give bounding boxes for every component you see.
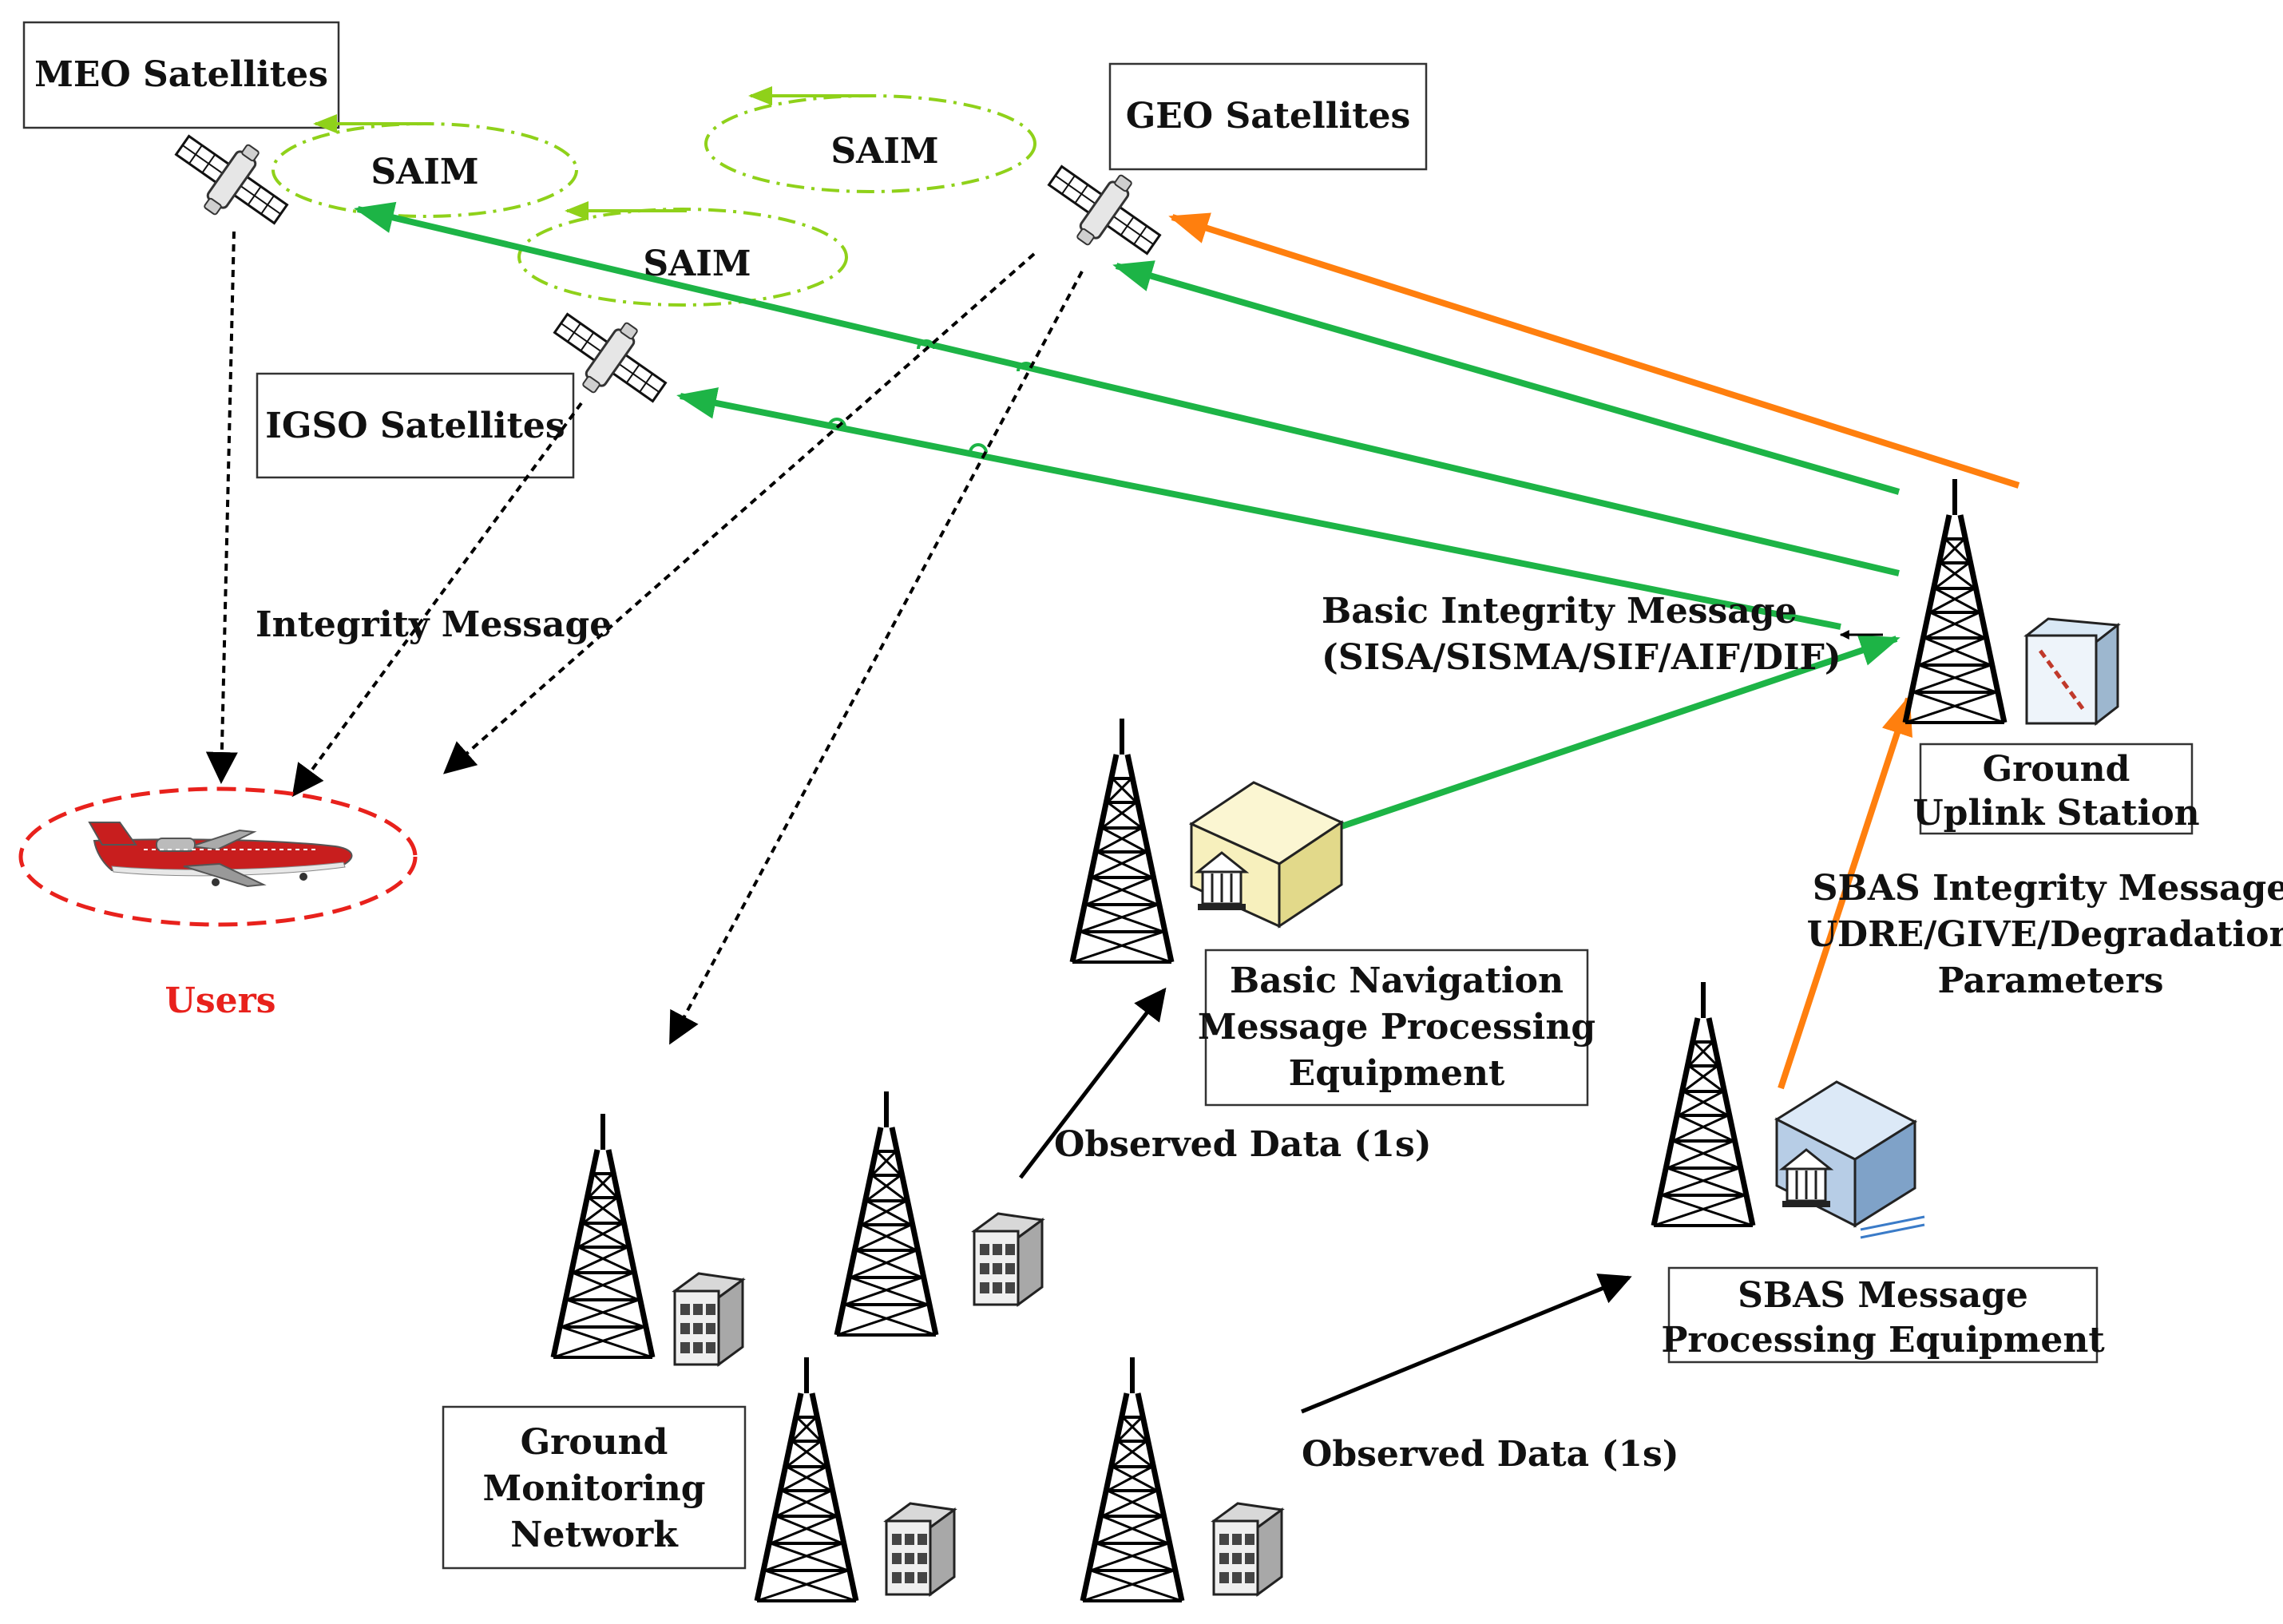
monitoring-building-4 <box>1212 1502 1283 1596</box>
bnmpe-building-icon <box>1188 781 1345 929</box>
sbas-mpe-building-icon <box>1774 1080 1925 1239</box>
dotted-downlink-arrows <box>205 231 1084 1045</box>
meo-satellites-box <box>22 21 340 129</box>
monitoring-tower-2 <box>837 1091 936 1335</box>
saim-orbit-middle: SAIM <box>517 201 848 307</box>
sbas-integrity-message-label: SBAS Integrity Message <box>1813 868 2283 909</box>
saim-orbit-top: SAIM <box>704 86 1036 193</box>
monitoring-building-1 <box>673 1272 744 1366</box>
ground-monitoring-network-label-1: Ground <box>521 1422 668 1463</box>
geo-satellites-box <box>1108 62 1428 171</box>
monitoring-tower-1 <box>553 1114 652 1357</box>
ground-uplink-station-box <box>1919 743 2194 835</box>
orange-sbas-arrows <box>1168 212 2020 1090</box>
monitoring-building-3 <box>885 1502 956 1596</box>
uplink-station-server-icon <box>2023 617 2121 727</box>
saim-label-top: SAIM <box>830 131 938 172</box>
monitoring-tower-4 <box>1083 1357 1182 1601</box>
integrity-message-label: Integrity Message <box>256 604 612 645</box>
observed-data-arrow-1 <box>1019 987 1167 1179</box>
users-ellipse <box>18 786 418 927</box>
ground-uplink-station-label-2: Uplink Station <box>1912 793 2199 834</box>
ground-uplink-station-label-1: Ground <box>1983 749 2130 790</box>
meo-satellites-label: MEO Satellites <box>34 54 328 95</box>
igso-satellites-box <box>256 372 575 479</box>
sbas-mpe-label-2: Processing Equipment <box>1661 1320 2105 1361</box>
sbas-mpe-tower <box>1654 982 1753 1226</box>
monitoring-tower-3 <box>757 1357 856 1601</box>
monitoring-building-2 <box>973 1212 1044 1306</box>
airplane-icon <box>88 822 353 888</box>
green-uplink-arrows <box>354 201 1901 830</box>
ground-monitoring-network-label-2: Monitoring <box>482 1468 705 1509</box>
ground-monitoring-network-label-3: Network <box>510 1515 679 1555</box>
saim-orbit-left: SAIM <box>272 114 578 218</box>
sbas-integrity-message-params: UDRE/GIVE/Degradation <box>1807 914 2283 955</box>
saim-label-middle: SAIM <box>643 244 751 284</box>
ground-monitoring-network-box <box>442 1405 747 1570</box>
sbas-mpe-box <box>1667 1266 2099 1364</box>
users-label: Users <box>164 980 275 1021</box>
meo-satellite-icon <box>159 113 304 247</box>
sbas-mpe-label-1: SBAS Message <box>1738 1275 2028 1316</box>
uplink-station-tower <box>1905 479 2004 723</box>
bnmpe-tower <box>1072 719 1171 962</box>
basic-integrity-message-params: (SISA/SISMA/SIF/AIF/DIF) <box>1322 637 1841 678</box>
bnmpe-label-2: Message Processing <box>1198 1007 1595 1048</box>
geo-satellites-label: GEO Satellites <box>1126 96 1411 137</box>
observed-data-arrow-2 <box>1301 1273 1632 1414</box>
basic-integrity-message-label: Basic Integrity Message <box>1322 591 1797 632</box>
observed-data-label-2: Observed Data (1s) <box>1302 1434 1679 1475</box>
sbas-integrity-message-params-2: Parameters <box>1938 961 2164 1001</box>
bnmpe-box <box>1204 949 1589 1107</box>
saim-label-left: SAIM <box>371 152 478 192</box>
bnmpe-label-3: Equipment <box>1289 1053 1505 1094</box>
observed-data-label-1: Observed Data (1s) <box>1054 1124 1432 1165</box>
bnmpe-label-1: Basic Navigation <box>1230 961 1564 1001</box>
igso-satellites-label: IGSO Satellites <box>265 406 565 446</box>
